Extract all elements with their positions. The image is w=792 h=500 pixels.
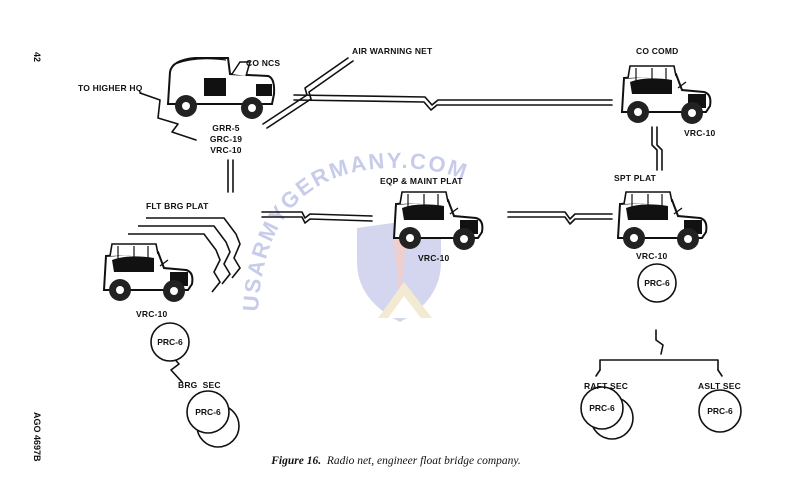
- aslt-sec-label: ASLT SEC: [698, 381, 742, 391]
- flt-brg-radio: VRC-10: [136, 309, 168, 319]
- spt-plat-radio: VRC-10: [636, 251, 668, 261]
- brg-sec-circle: [186, 390, 230, 434]
- caption-figure-number: Figure 16.: [271, 455, 322, 467]
- aslt-sec-circle: [698, 389, 742, 433]
- raft-sec-circle: [580, 386, 624, 430]
- eqp-maint-label: EQP & MAINT PLAT: [380, 176, 463, 186]
- co-comd-jeep: [620, 65, 712, 124]
- brg-sec-label: BRG SEC: [178, 380, 221, 390]
- spt-prc6-circle: [637, 263, 677, 303]
- figure-caption: Figure 16. Radio net, engineer float bri…: [0, 455, 792, 467]
- eqp-maint-radio: VRC-10: [418, 253, 450, 263]
- link-co-ncs-co-comd: [293, 94, 613, 106]
- co-ncs-radio-1: GRR-5: [212, 123, 240, 133]
- flt-prc6-circle: [150, 322, 190, 362]
- link-co-ncs-higher-hq: [139, 92, 197, 141]
- co-ncs-truck: [166, 57, 276, 119]
- co-ncs-label: CO NCS: [246, 58, 281, 68]
- spt-plat-jeep: [616, 191, 708, 250]
- link-co-comd-spt-plat: [651, 126, 658, 171]
- caption-text: Radio net, engineer float bridge company…: [326, 455, 521, 467]
- eqp-maint-jeep: [392, 191, 484, 250]
- aslt-sec-prc6: PRC-6: [707, 406, 733, 416]
- branch-bracket: [599, 359, 719, 371]
- co-ncs-radio-3: VRC-10: [210, 145, 242, 155]
- link-flt-brg-eqp: [261, 211, 373, 219]
- link-spt-branch: [655, 329, 664, 355]
- higher-hq-label: TO HIGHER HQ: [78, 83, 143, 93]
- co-ncs-radio-2: GRC-19: [209, 134, 243, 144]
- spt-plat-label: SPT PLAT: [614, 173, 657, 183]
- flt-prc6-label: PRC-6: [157, 337, 183, 347]
- air-warning-label: AIR WARNING NET: [352, 46, 433, 56]
- link-eqp-spt: [507, 211, 613, 220]
- brg-sec-prc6: PRC-6: [195, 407, 221, 417]
- flt-brg-jeep: [102, 243, 194, 302]
- page-number: 42: [32, 52, 42, 63]
- link-air-warning-net: [262, 57, 349, 125]
- co-comd-label: CO COMD: [636, 46, 679, 56]
- spt-prc6-label: PRC-6: [644, 278, 670, 288]
- raft-sec-prc6: PRC-6: [589, 403, 615, 413]
- flt-brg-label: FLT BRG PLAT: [146, 201, 209, 211]
- co-comd-radio: VRC-10: [684, 128, 716, 138]
- raft-sec-label: RAFT SEC: [584, 381, 629, 391]
